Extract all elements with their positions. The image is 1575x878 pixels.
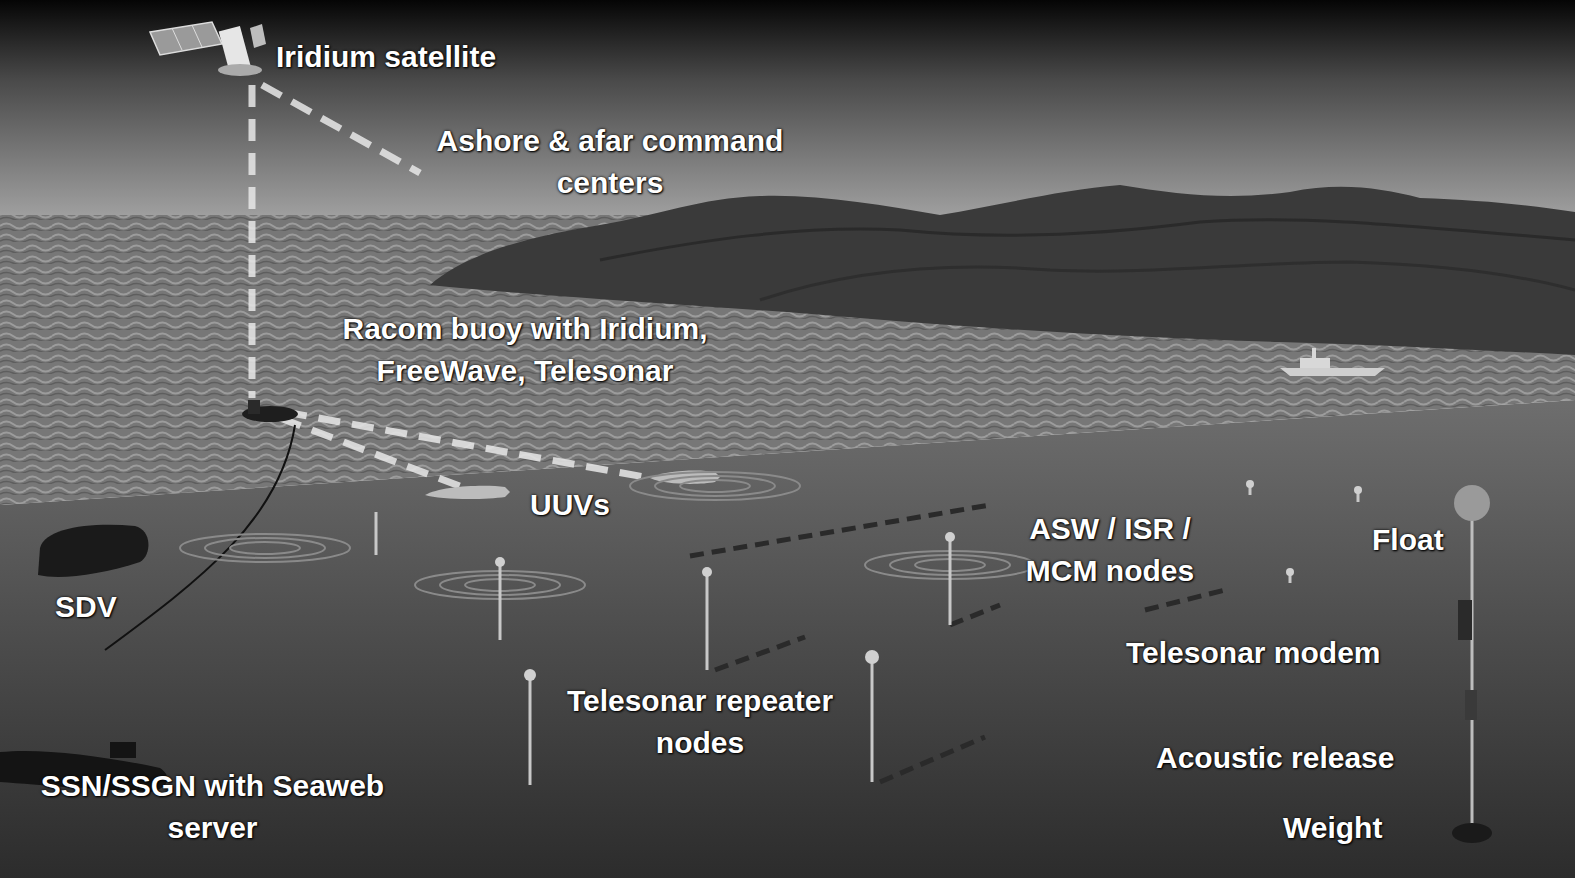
scene-ellipse [655, 476, 775, 496]
scene-ellipse [218, 64, 262, 76]
scene-rect [248, 400, 260, 414]
racom-buoy [242, 400, 298, 422]
callout-label: Acoustic release [1156, 737, 1394, 779]
scene-polygon [0, 400, 1575, 878]
callout-label: Racom buoy with Iridium, FreeWave, Teles… [335, 308, 715, 392]
scene-ellipse [1452, 823, 1492, 843]
scene-line [499, 560, 502, 640]
scene-circle [1454, 485, 1490, 521]
scene-line [880, 737, 985, 782]
scene-ellipse [680, 480, 750, 492]
callout-label: Telesonar repeater nodes [555, 680, 845, 764]
callout-label: UUVs [530, 484, 610, 526]
scene-line [949, 535, 952, 625]
scene-circle [702, 567, 712, 577]
callout-label: Ashore & afar command centers [425, 120, 795, 204]
scene-path [425, 486, 510, 499]
scene-ellipse [205, 538, 325, 558]
scene-line [249, 85, 256, 398]
scene-line [280, 418, 470, 490]
scene-ellipse [630, 472, 800, 500]
scene-circle [495, 557, 505, 567]
scene-rect [1300, 358, 1330, 368]
scene-ellipse [230, 542, 300, 554]
scene-circle [865, 650, 879, 664]
scene-line [262, 85, 420, 173]
scene-line [690, 505, 990, 556]
scene-line [706, 570, 709, 670]
scene-rect [1465, 690, 1477, 720]
callout-label: SDV [55, 586, 117, 628]
scene-ellipse [180, 534, 350, 562]
scene-line [285, 412, 650, 478]
scene-circle [945, 532, 955, 542]
scene-path [38, 525, 148, 577]
scene-line [529, 675, 532, 785]
scene-line [871, 655, 874, 782]
scene-circle [1354, 486, 1362, 494]
scene-rect [1458, 600, 1472, 640]
callout-label: Telesonar modem [1126, 632, 1381, 674]
satellite-icon [150, 22, 266, 76]
callout-label: ASW / ISR / MCM nodes [1000, 508, 1220, 592]
scene-line [1471, 518, 1474, 830]
scene-path [600, 220, 1575, 260]
scene-line [950, 605, 1000, 625]
scene-line [192, 25, 202, 47]
scene-line [715, 637, 805, 670]
scene-polygon [150, 22, 222, 55]
scene-line [1145, 590, 1225, 610]
scene-circle [1286, 568, 1294, 576]
scene-circle [524, 669, 536, 681]
mooring [1452, 485, 1492, 843]
callout-label: Float [1372, 519, 1444, 561]
callout-label: SSN/SSGN with Seaweb server [20, 765, 405, 849]
scene-polygon [250, 24, 266, 48]
scene-circle [1246, 480, 1254, 488]
scene-path [760, 262, 1575, 300]
scene-path [1280, 368, 1385, 376]
scene-rect [1312, 348, 1316, 358]
scene-line [172, 28, 182, 50]
scene-g [376, 485, 1358, 785]
scene-g [180, 472, 1035, 599]
scene-line [375, 512, 378, 555]
callout-label: Weight [1283, 807, 1382, 849]
callout-label: Iridium satellite [276, 36, 496, 78]
scene-rect [110, 742, 136, 758]
